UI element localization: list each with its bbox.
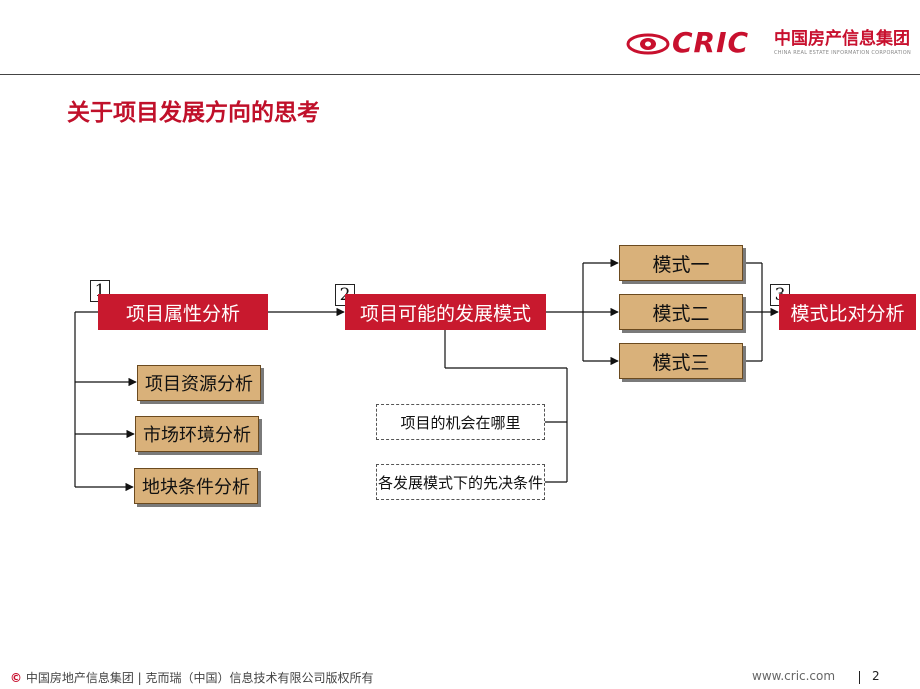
preconditions-note-box: 各发展模式下的先决条件 (376, 464, 545, 500)
footer-url[interactable]: www.cric.com (752, 669, 836, 683)
footer-separator (859, 671, 860, 684)
copyright-icon: © (10, 671, 22, 685)
footer-copyright: © 中国房地产信息集团 | 克而瑞（中国）信息技术有限公司版权所有 (10, 669, 374, 686)
step1-box: 项目属性分析 (98, 294, 268, 330)
mode3-box: 模式三 (619, 343, 743, 379)
step2-box: 项目可能的发展模式 (345, 294, 546, 330)
mode2-box: 模式二 (619, 294, 743, 330)
logo-wordmark: CRIC (672, 26, 750, 59)
eye-icon (626, 33, 670, 55)
land-analysis-box: 地块条件分析 (134, 468, 258, 504)
market-analysis-box: 市场环境分析 (135, 416, 259, 452)
cric-logo: CRIC 中国房产信息集团 CHINA REAL ESTATE INFORMAT… (626, 27, 916, 61)
page-number: 2 (872, 669, 880, 683)
step3-box: 模式比对分析 (779, 294, 916, 330)
resource-analysis-box: 项目资源分析 (137, 365, 261, 401)
logo-company-cn: 中国房产信息集团 (774, 29, 910, 49)
opportunity-note-box: 项目的机会在哪里 (376, 404, 545, 440)
mode1-box: 模式一 (619, 245, 743, 281)
slide-title: 关于项目发展方向的思考 (67, 100, 320, 126)
copyright-text: 中国房地产信息集团 | 克而瑞（中国）信息技术有限公司版权所有 (25, 671, 374, 685)
header-divider (0, 74, 920, 75)
logo-company-en: CHINA REAL ESTATE INFORMATION CORPORATIO… (774, 50, 912, 56)
